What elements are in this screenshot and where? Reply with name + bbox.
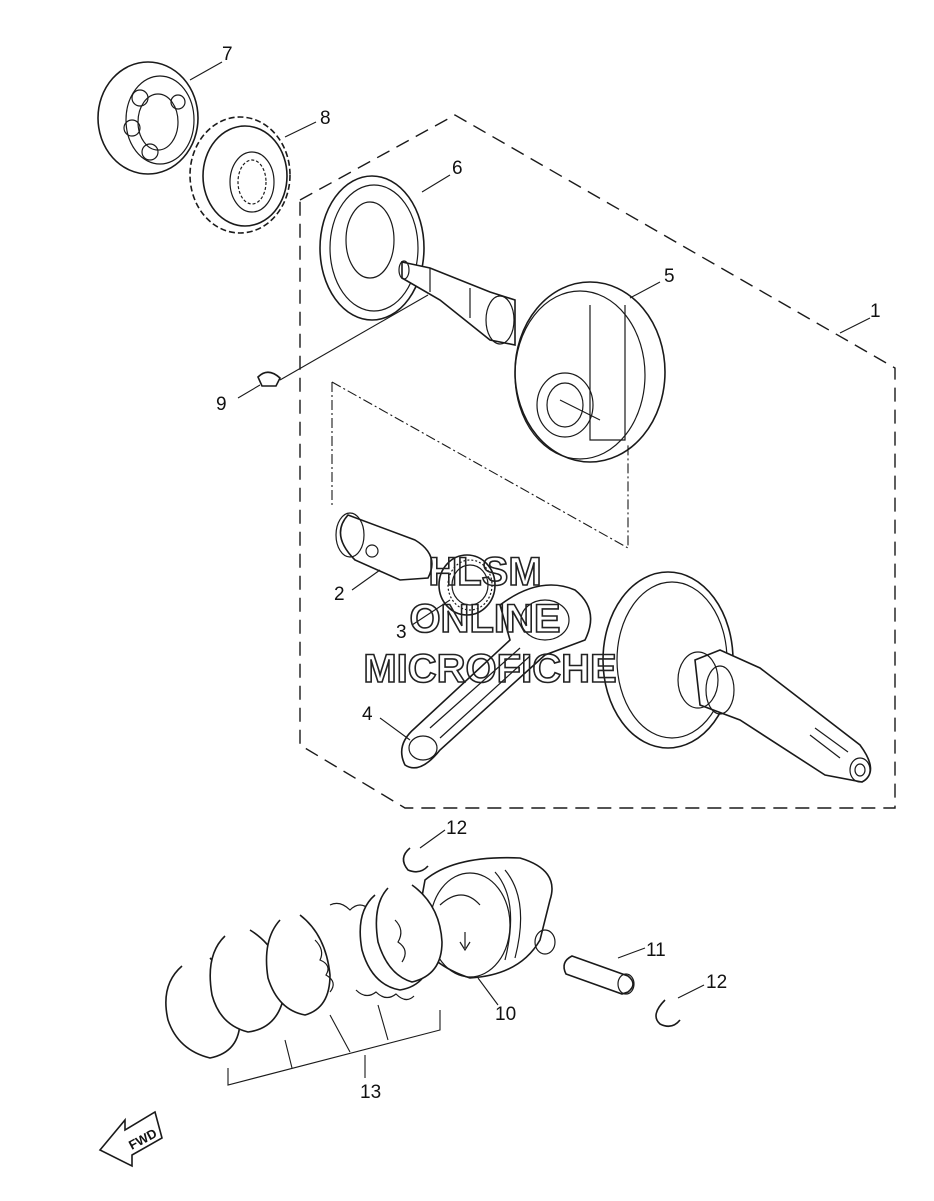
crankshaft-assembly-boundary [299,114,896,809]
piston-pin-part-11[interactable] [563,955,635,995]
leader-9-key [279,294,429,381]
leader-6 [421,174,451,193]
crank-web-lower[interactable] [602,571,872,783]
callout-9: 9 [216,394,227,415]
callout-4: 4 [362,704,373,725]
callout-12-upper: 12 [446,818,467,839]
leader-1 [839,317,871,334]
callout-6: 6 [452,158,463,179]
leader-8 [284,121,317,138]
callout-3: 3 [396,622,407,643]
callout-12-lower: 12 [706,972,727,993]
leader-11 [617,947,646,959]
leader-12b [677,984,705,999]
leader-9 [237,384,261,399]
needle-bearing-part-3[interactable] [438,554,496,616]
bearing-part-7[interactable] [97,61,199,175]
callout-7: 7 [222,44,233,65]
leader-3 [411,599,451,626]
piston-part-10[interactable] [414,856,556,979]
crankpin-alignment-guide [331,381,629,549]
callout-13: 13 [360,1082,381,1103]
callout-2: 2 [334,584,345,605]
leader-5 [629,281,661,299]
callout-8: 8 [320,108,331,129]
crank-pin-part-2[interactable] [335,512,433,581]
watermark-line-1: HLSM [428,550,541,594]
circlip-part-12-upper[interactable] [402,847,429,873]
callout-1: 1 [870,301,881,322]
piston-rings-part-13[interactable] [165,884,443,1086]
callout-5: 5 [664,266,675,287]
crank-web-part-5[interactable] [514,281,666,463]
forward-direction-arrow: FWD [98,1110,163,1168]
callout-10: 10 [495,1004,516,1025]
watermark-line-2: ONLINE [409,597,560,641]
leader-7 [189,61,223,81]
crank-shaft-upper[interactable] [398,260,516,346]
circlip-part-12-lower[interactable] [655,999,681,1028]
washer-part-6[interactable] [319,175,425,321]
leader-12a [419,829,446,849]
gear-part-8[interactable] [189,116,291,234]
callout-11: 11 [646,940,666,961]
leader-4 [379,717,411,741]
leader-2 [351,569,381,591]
woodruff-key-part-9[interactable] [257,371,281,387]
leader-10 [477,977,499,1006]
watermark-line-3: MICROFICHE [363,647,616,691]
connecting-rod-part-4[interactable] [400,584,592,769]
